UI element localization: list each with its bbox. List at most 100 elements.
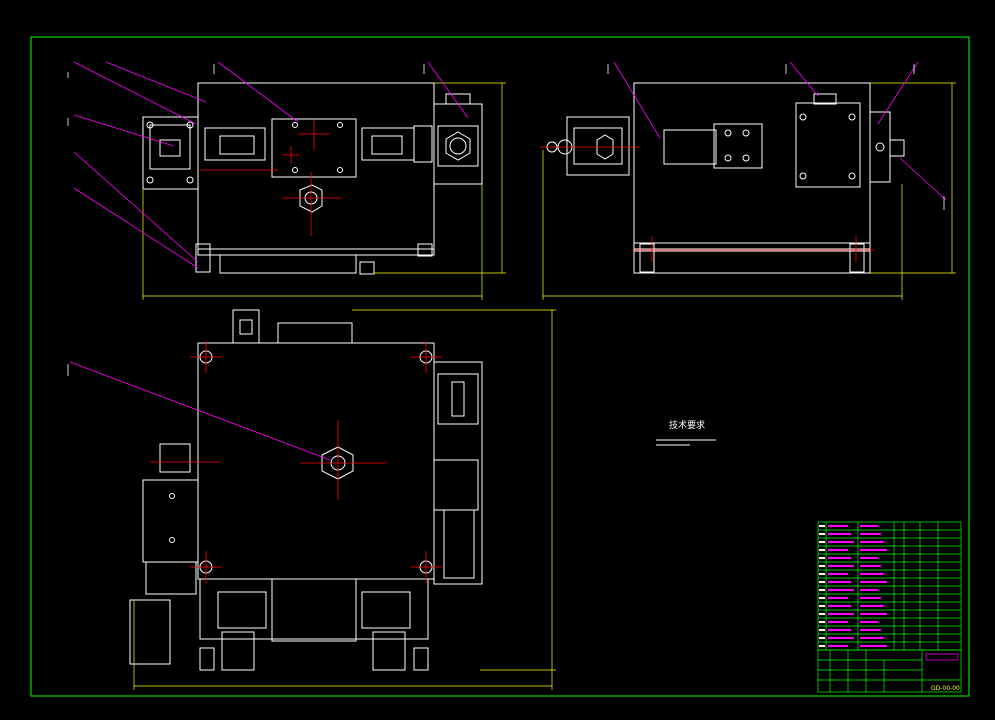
front-valve-block (271, 118, 357, 178)
front-left-actuator (204, 127, 266, 161)
side-base-rail (633, 250, 871, 274)
front-base-rail (219, 254, 357, 274)
leader-3 (73, 114, 175, 147)
leader-5 (73, 187, 199, 269)
top-left-fitting (159, 443, 191, 473)
front-left-actuator-slot (219, 135, 255, 155)
top-view-centerlines (150, 341, 442, 583)
top-side-coil (443, 509, 475, 579)
front-bolt-c (292, 167, 298, 173)
side-left-clamp-inner (573, 127, 623, 165)
drawing-number: GD-00-00 (931, 685, 960, 692)
front-bolt-a (292, 122, 298, 128)
side-bolt-a (799, 113, 807, 121)
front-base-plate (197, 248, 435, 256)
front-left-motor-inner (149, 124, 191, 170)
side-bolt-c (799, 172, 807, 180)
front-view (142, 82, 483, 275)
side-head-bolt-c (724, 154, 732, 162)
front-side-port-hole (449, 137, 467, 155)
leader-4 (73, 151, 199, 263)
front-view-centerlines (200, 120, 342, 236)
side-view-centerlines (540, 146, 874, 262)
front-left-motor (142, 116, 199, 190)
side-left-foot (639, 243, 655, 273)
front-body (197, 82, 435, 250)
top-manifold (199, 578, 429, 640)
front-view-dimensions (142, 82, 506, 300)
top-body (197, 342, 435, 580)
parts-list-marks (819, 525, 887, 647)
top-left-cylinder (217, 591, 267, 629)
front-bolt-b (337, 122, 343, 128)
side-top-fitting (813, 93, 837, 105)
technical-requirements-heading: 技术要求 (669, 419, 705, 431)
side-left-hex (596, 134, 614, 160)
front-mid-foot (359, 261, 375, 275)
side-head-bolt-d (742, 154, 750, 162)
top-right-plug (372, 631, 406, 671)
front-motor-bolt-b (186, 121, 194, 129)
front-side-hex (445, 131, 471, 161)
side-right-foot (849, 243, 865, 273)
side-body (633, 82, 871, 250)
top-motor-bolt-b (169, 537, 175, 543)
leader-7 (427, 61, 469, 119)
front-side-block (433, 103, 483, 185)
leader-10 (877, 61, 919, 125)
front-side-port (437, 125, 479, 167)
top-connector (232, 309, 260, 344)
leader-9 (789, 61, 819, 97)
top-left-motor-coupling (145, 561, 197, 595)
front-right-actuator-slot (371, 135, 403, 155)
front-left-motor-port (159, 139, 181, 157)
side-left-clamp (566, 116, 630, 176)
front-top-fitting (445, 93, 471, 105)
leader-2 (105, 61, 207, 103)
front-left-foot (195, 243, 211, 273)
side-right-stub (889, 139, 905, 157)
title-name-mark (925, 653, 959, 661)
top-left-motor (142, 479, 199, 563)
parts-rows (818, 529, 961, 643)
side-motor (663, 129, 717, 165)
front-right-cap (413, 125, 433, 163)
front-motor-bolt-d (186, 176, 194, 184)
top-motor-bolt-a (169, 493, 175, 499)
drawing-border (30, 36, 970, 697)
top-right-cylinder (361, 591, 411, 629)
side-head-bolt-a (724, 129, 732, 137)
top-left-nut (199, 647, 215, 671)
side-bolt-b (848, 113, 856, 121)
top-side-valve (437, 373, 479, 425)
side-view (546, 82, 905, 274)
side-right-plate (869, 111, 891, 183)
side-bolt-d (848, 172, 856, 180)
title-block-frame (817, 649, 962, 693)
front-right-actuator (361, 127, 415, 161)
leader-6 (217, 61, 299, 123)
top-right-nut (413, 647, 429, 671)
top-side-panel (433, 361, 483, 585)
top-side-valve-slot (451, 381, 465, 417)
title-block (817, 649, 962, 693)
front-motor-bolt-a (146, 121, 154, 129)
balloon-ticks (67, 64, 945, 376)
technical-requirements: 技术要求 (656, 419, 716, 446)
side-head-bolt-b (742, 129, 750, 137)
leader-12 (69, 361, 331, 461)
top-left-plug (221, 631, 255, 671)
top-terminal-box (277, 322, 353, 344)
leader-1 (73, 61, 197, 125)
top-connector-inner (239, 319, 253, 335)
front-right-foot (417, 243, 433, 257)
front-motor-bolt-c (146, 176, 154, 184)
side-motor-head (713, 123, 763, 169)
side-view-dimensions (542, 82, 956, 300)
top-view-dimensions (133, 309, 556, 690)
top-manifold-center (271, 578, 357, 642)
top-side-lower-valve (433, 459, 479, 511)
front-bolt-d (337, 167, 343, 173)
leader-8 (613, 61, 661, 139)
